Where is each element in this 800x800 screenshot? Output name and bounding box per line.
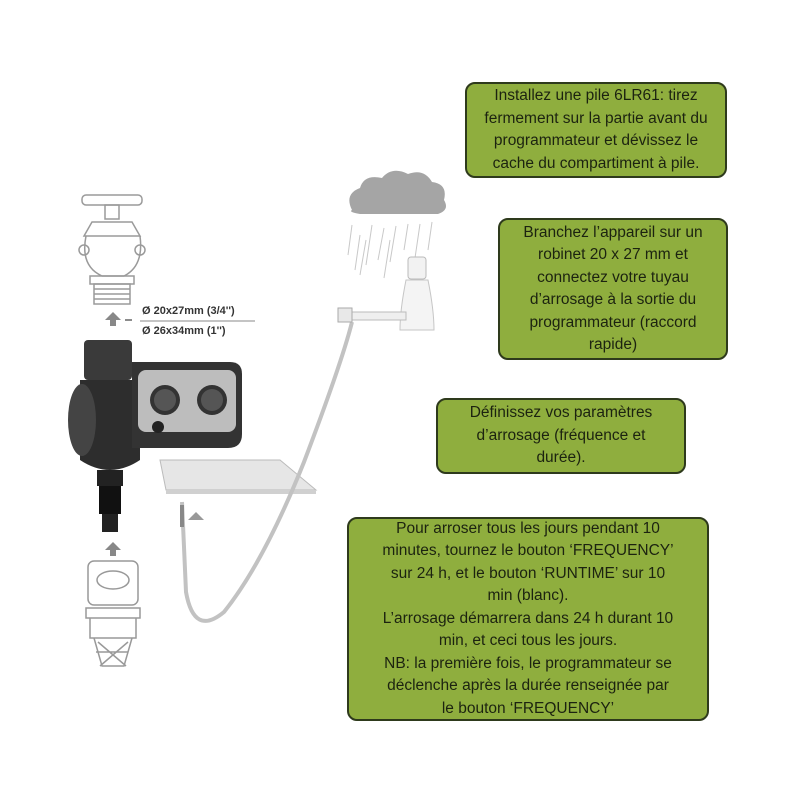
sensor-cable-icon (180, 321, 354, 623)
water-timer-icon (68, 340, 242, 532)
instruction-example-text: Pour arroser tous les jours pendant 10 m… (382, 519, 674, 717)
thread-size-3-4: Ø 20x27mm (3/4'') (142, 305, 235, 317)
instruction-settings: Définissez vos paramètres d’arrosage (fr… (436, 398, 686, 474)
instruction-settings-text: Définissez vos paramètres d’arrosage (fr… (469, 404, 653, 467)
rain-cloud-icon (347, 170, 446, 279)
instruction-example: Pour arroser tous les jours pendant 10 m… (347, 517, 709, 721)
arrow-up-icon (105, 312, 121, 326)
instruction-connect-text: Branchez l’appareil sur un robinet 20 x … (523, 223, 703, 354)
instruction-battery: Installez une pile 6LR61: tirez fermemen… (465, 82, 727, 178)
hose-connector-icon (85, 560, 141, 667)
battery-cover-icon (159, 459, 318, 520)
instruction-battery-text: Installez une pile 6LR61: tirez fermemen… (484, 87, 708, 172)
instruction-connect: Branchez l’appareil sur un robinet 20 x … (498, 218, 728, 360)
arrow-up-icon (105, 542, 121, 556)
thread-size-1: Ø 26x34mm (1'') (142, 325, 226, 337)
rain-sensor-icon (337, 256, 435, 331)
faucet-icon (78, 194, 146, 305)
